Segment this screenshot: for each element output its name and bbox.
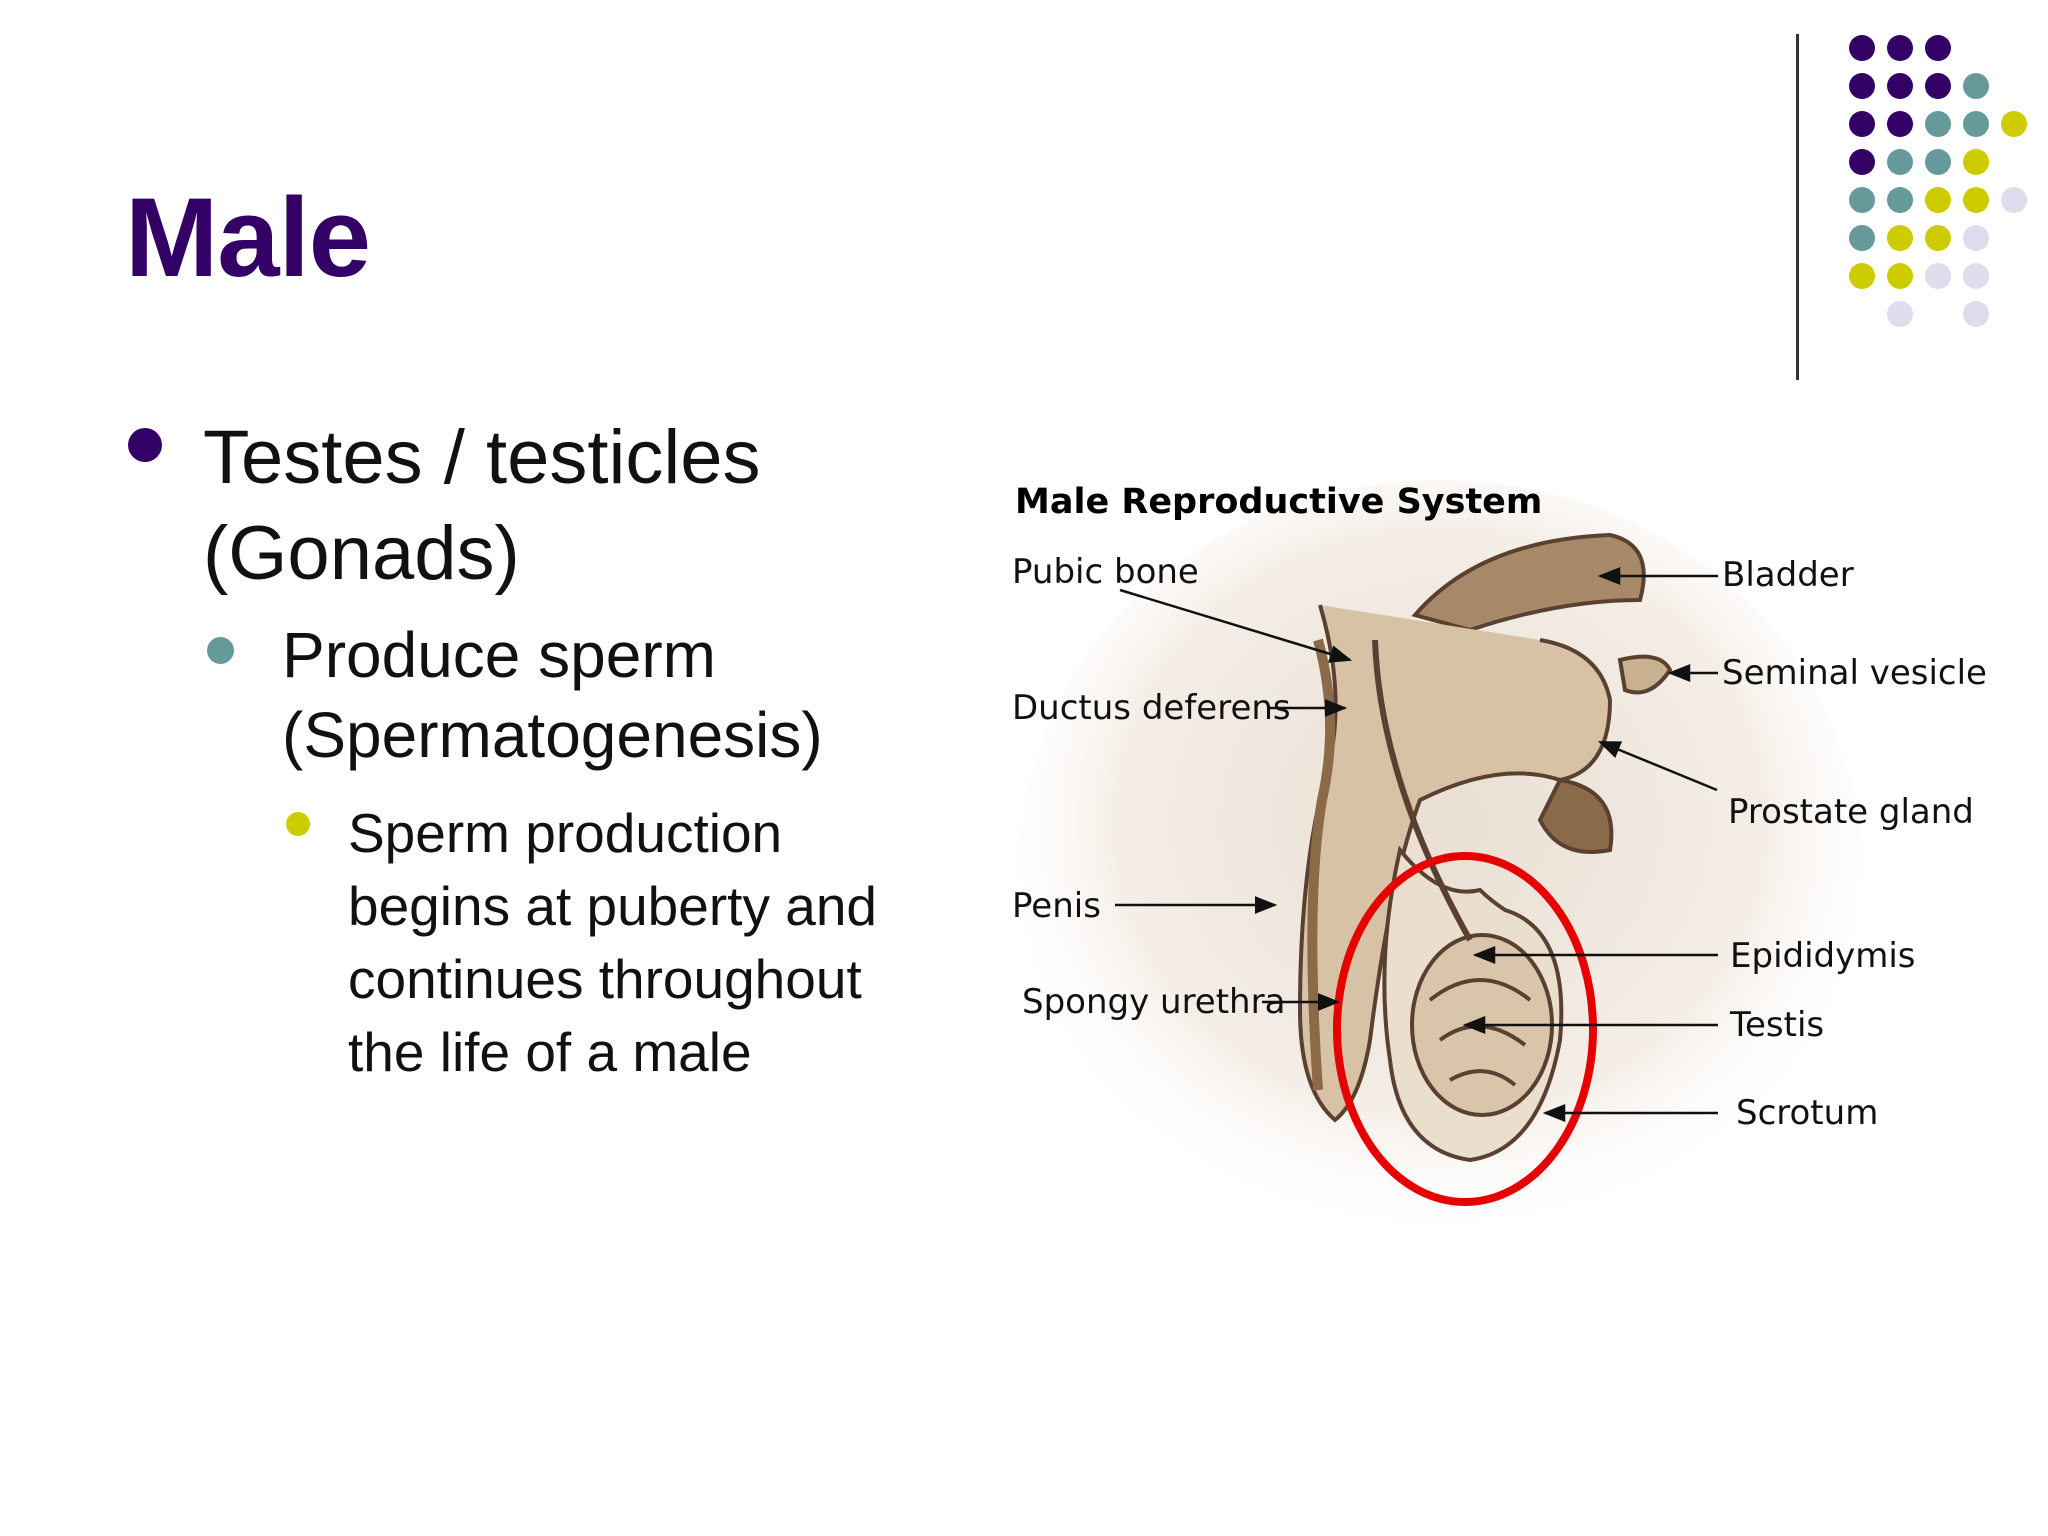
- decorative-dot: [1849, 111, 1875, 137]
- bullet-level-2-icon: [207, 637, 234, 664]
- decorative-dot: [1887, 111, 1913, 137]
- decorative-dot: [2001, 187, 2027, 213]
- diagram-title: Male Reproductive System: [1015, 482, 1542, 522]
- label-testis: Testis: [1729, 1005, 1824, 1045]
- decorative-dot: [1925, 73, 1951, 99]
- decorative-dot: [1925, 35, 1951, 61]
- decorative-dot: [1963, 225, 1989, 251]
- decorative-dot: [1887, 225, 1913, 251]
- label-seminal-vesicle: Seminal vesicle: [1722, 653, 1987, 693]
- decorative-dot: [1963, 301, 1989, 327]
- decorative-dot: [1849, 225, 1875, 251]
- decorative-dot: [1925, 149, 1951, 175]
- label-penis: Penis: [1012, 886, 1101, 926]
- ductus-deferens-shape: [1372, 639, 1473, 942]
- decorative-dot: [1849, 73, 1875, 99]
- decorative-dot: [1925, 263, 1951, 289]
- label-prostate-gland: Prostate gland: [1728, 792, 1974, 832]
- label-leader-lines: [1115, 567, 1718, 1122]
- decorative-dot: [1849, 35, 1875, 61]
- decorative-dot: [2001, 111, 2027, 137]
- decorative-dot: [1887, 187, 1913, 213]
- bladder-shape: [1411, 532, 1646, 633]
- bullet-level-1-icon: [128, 428, 162, 462]
- slide-title: Male: [125, 175, 371, 300]
- decorative-dot: [1925, 111, 1951, 137]
- bullet-text-level-1: Testes / testicles (Gonads): [203, 415, 761, 596]
- decorative-dot: [1849, 187, 1875, 213]
- decorative-dot: [1887, 263, 1913, 289]
- label-epididymis: Epididymis: [1730, 936, 1916, 976]
- decorative-dot: [1887, 301, 1913, 327]
- testis-highlight-circle: [1333, 852, 1597, 1206]
- label-scrotum: Scrotum: [1736, 1093, 1878, 1133]
- label-spongy-urethra: Spongy urethra: [1022, 982, 1285, 1022]
- decorative-dot: [1963, 73, 1989, 99]
- decorative-dot: [1925, 187, 1951, 213]
- decorative-dot: [1963, 111, 1989, 137]
- decorative-dot: [1887, 73, 1913, 99]
- prostate-shape: [1537, 777, 1614, 854]
- decorative-dot: [1849, 149, 1875, 175]
- decorative-dot: [1887, 35, 1913, 61]
- decorative-dot: [1963, 187, 1989, 213]
- male-reproductive-diagram: Male Reproductive System Pubic bone Duct…: [1012, 480, 1987, 1240]
- label-bladder: Bladder: [1722, 555, 1854, 595]
- bullet-text-level-3: Sperm production begins at puberty and c…: [348, 802, 877, 1083]
- bullet-level-3-icon: [286, 812, 310, 836]
- decorative-dot-grid: [1849, 35, 2027, 327]
- decorative-dot: [1925, 225, 1951, 251]
- header-divider-line: [1796, 34, 1799, 380]
- decorative-dot: [1963, 263, 1989, 289]
- decorative-dot: [1849, 263, 1875, 289]
- decorative-dot: [1963, 149, 1989, 175]
- label-pubic-bone: Pubic bone: [1012, 552, 1199, 592]
- decorative-dot: [1887, 149, 1913, 175]
- label-ductus-deferens: Ductus deferens: [1012, 688, 1291, 728]
- bullet-text-level-2: Produce sperm (Spermatogenesis): [282, 619, 823, 771]
